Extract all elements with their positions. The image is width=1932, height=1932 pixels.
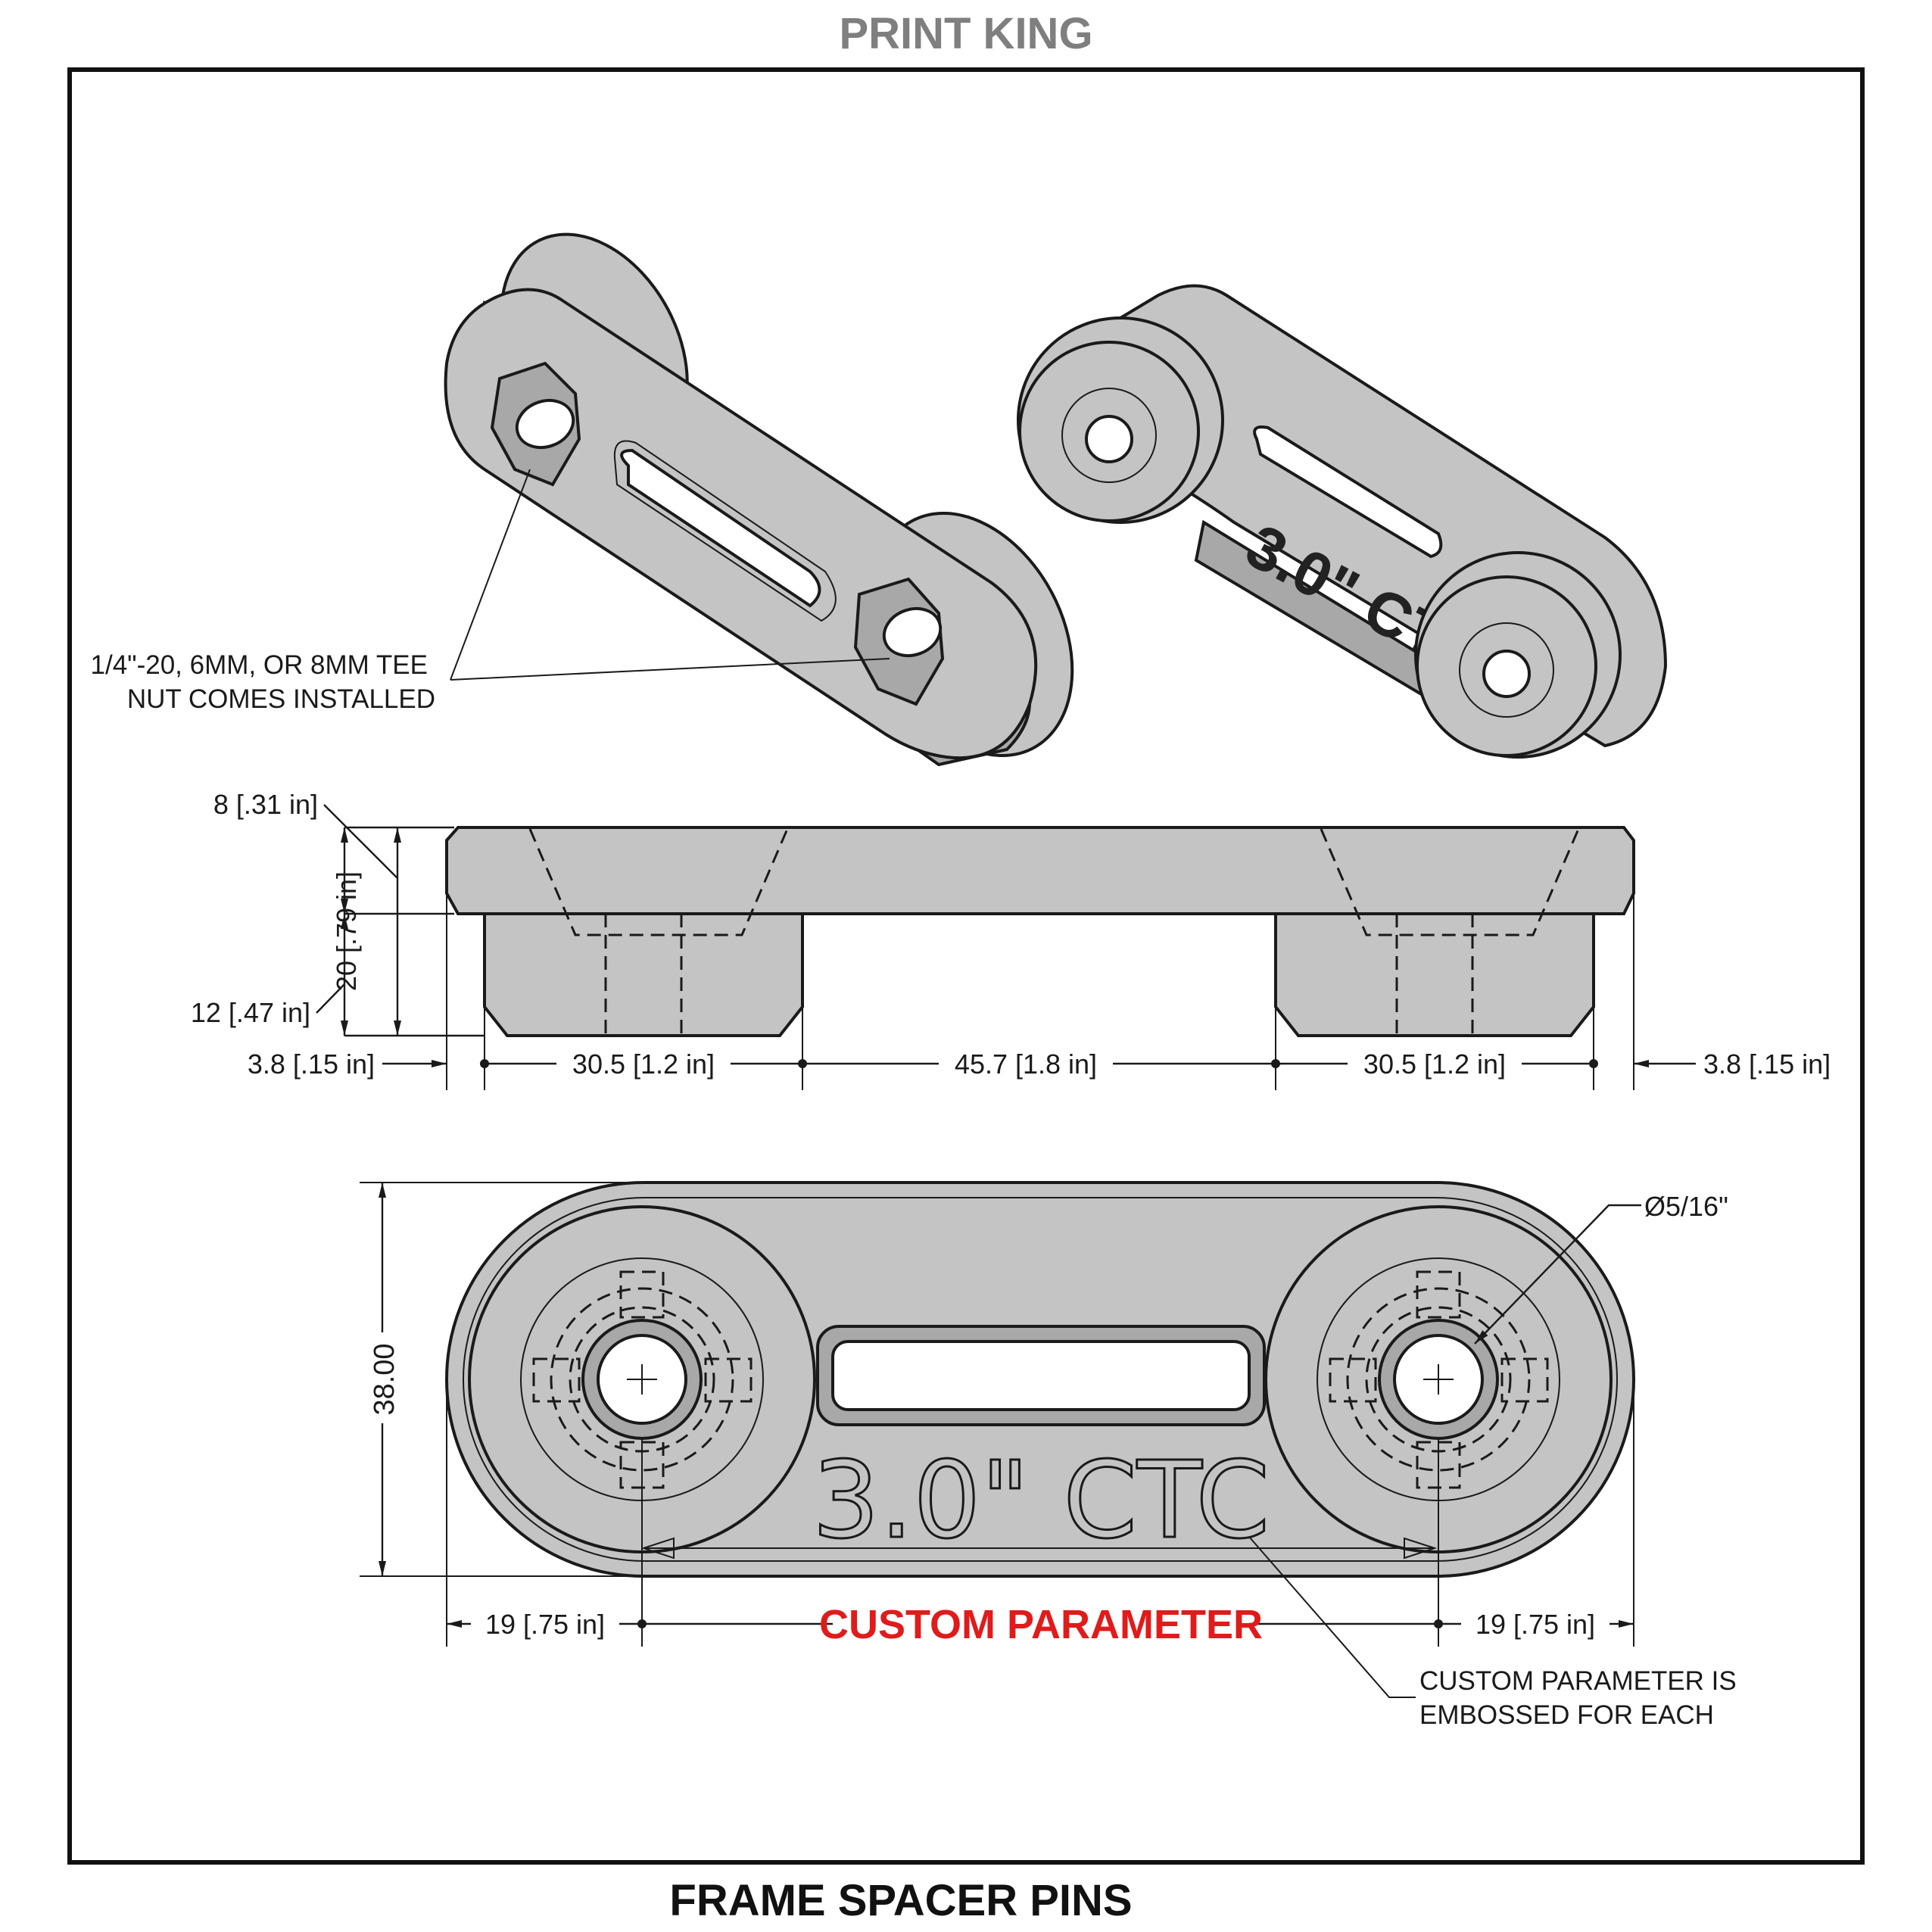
footer-title: FRAME SPACER PINS bbox=[669, 1876, 1132, 1925]
dim-gap: 45.7 [1.8 in] bbox=[955, 1049, 1097, 1080]
dim-width: 38.00 bbox=[369, 1343, 400, 1415]
header-title: PRINT KING bbox=[839, 9, 1092, 58]
iso-view-back: 3.0" CTC bbox=[1017, 284, 1668, 759]
dim-boss-right: 30.5 [1.2 in] bbox=[1363, 1049, 1506, 1080]
callout-tee-nut-line1: 1/4"-20, 6MM, OR 8MM TEE bbox=[91, 650, 428, 680]
tee-nut-right bbox=[853, 577, 945, 706]
iso-view-front bbox=[444, 232, 1074, 767]
callout-tee-nut-line2: NUT COMES INSTALLED bbox=[127, 684, 435, 714]
boss-right bbox=[1414, 551, 1622, 759]
dim-end-right: 19 [.75 in] bbox=[1475, 1609, 1595, 1640]
drawing-border bbox=[67, 67, 1865, 1865]
embossed-ctc-text: 3.0" CTC bbox=[812, 1439, 1270, 1563]
dim-total-height: 20 [.79 in] bbox=[331, 871, 362, 991]
dim-boss-height: 12 [.47 in] bbox=[191, 997, 310, 1028]
dim-edge-left: 3.8 [.15 in] bbox=[248, 1049, 375, 1080]
dim-hole-diameter: Ø5/16" bbox=[1644, 1191, 1728, 1222]
top-view: 3.0" CTC bbox=[445, 1181, 1635, 1578]
dim-end-left: 19 [.75 in] bbox=[485, 1609, 605, 1640]
side-view bbox=[445, 826, 1635, 1037]
boss-left bbox=[1017, 316, 1224, 524]
note-embossed-line2: EMBOSSED FOR EACH bbox=[1419, 1700, 1714, 1730]
note-embossed-line1: CUSTOM PARAMETER IS bbox=[1419, 1666, 1737, 1696]
dim-top-thickness: 8 [.31 in] bbox=[213, 789, 318, 820]
custom-parameter-label: CUSTOM PARAMETER bbox=[819, 1602, 1263, 1647]
dim-edge-right: 3.8 [.15 in] bbox=[1703, 1049, 1831, 1080]
tee-nut-left bbox=[490, 361, 581, 487]
dim-boss-left: 30.5 [1.2 in] bbox=[572, 1049, 715, 1080]
